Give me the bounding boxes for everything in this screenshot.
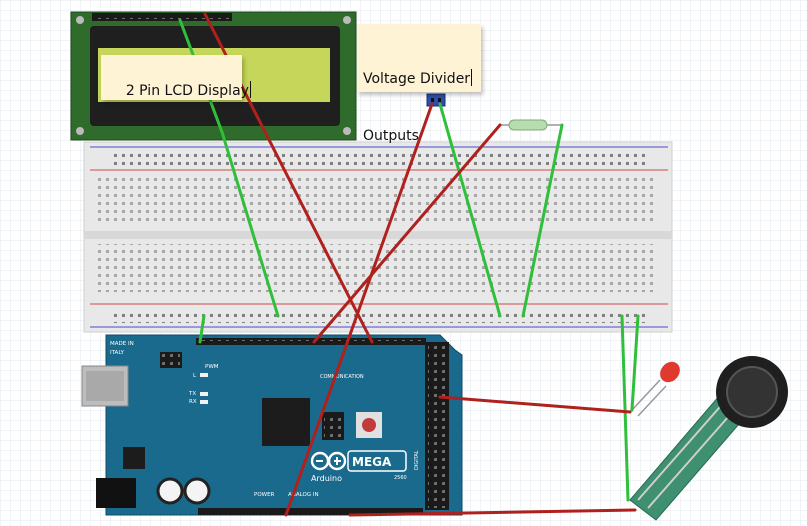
- capacitor: [183, 477, 211, 505]
- mount-hole: [343, 16, 351, 24]
- power-jack: [96, 478, 136, 508]
- model-number: 2560: [394, 475, 407, 481]
- l-label: L: [193, 373, 197, 379]
- digital-label: DIGITAL: [414, 450, 420, 470]
- red-led[interactable]: [631, 358, 684, 417]
- made-in-line1: MADE IN: [110, 341, 134, 347]
- wire-red-divider[interactable]: [284, 102, 434, 517]
- pwm-label: PWM: [205, 364, 219, 370]
- led-tx: [200, 392, 208, 396]
- mount-hole: [343, 127, 351, 135]
- led-rx: [200, 400, 208, 404]
- mount-hole: [76, 127, 84, 135]
- breadboard[interactable]: [83, 141, 673, 333]
- lcd-note[interactable]: 2 Pin LCD Display: [101, 55, 251, 100]
- force-sensor[interactable]: [629, 356, 788, 521]
- divider-note-line1: Voltage Divider: [363, 71, 471, 87]
- wire-red-reed[interactable]: [312, 123, 502, 344]
- wire-red-led[interactable]: [438, 395, 632, 414]
- wire-green-divider[interactable]: [438, 102, 502, 318]
- arduino-logo-text: Arduino: [311, 474, 342, 483]
- analog-in-label: ANALOG IN: [288, 492, 319, 498]
- capacitor: [156, 477, 184, 505]
- mount-hole: [76, 16, 84, 24]
- text-caret: [249, 81, 251, 98]
- lcd-note-text: 2 Pin LCD Display: [125, 83, 249, 99]
- power-analog-header: [198, 508, 423, 515]
- power-label: POWER: [254, 492, 275, 498]
- lcd-pin-header: [92, 13, 232, 21]
- rx-label: RX: [189, 399, 197, 405]
- mega-label: MEGA: [352, 455, 392, 469]
- tx-label: TX: [188, 391, 196, 397]
- regulator-chip: [123, 447, 145, 469]
- voltage-divider-note[interactable]: Voltage Divider Outputs: [357, 24, 481, 144]
- wire-green-rail-2[interactable]: [630, 314, 640, 412]
- reed-switch[interactable]: [500, 119, 562, 131]
- made-in-line2: ITALY: [110, 350, 125, 356]
- divider-note-line2: Outputs: [363, 128, 419, 144]
- wire-green-reed[interactable]: [521, 123, 564, 318]
- led-l: [200, 373, 208, 377]
- wire-green-gnd[interactable]: [198, 314, 206, 344]
- arduino-mega-board[interactable]: MADE IN ITALY PWM COMMUNICATION L TX RX …: [81, 334, 463, 516]
- arduino-logo: [310, 451, 347, 471]
- wire-red-sensor[interactable]: [348, 508, 637, 517]
- text-caret: [471, 69, 473, 86]
- communication-label: COMMUNICATION: [320, 374, 364, 380]
- wire-green-rail-1[interactable]: [620, 314, 630, 502]
- microcontroller-chip: [262, 398, 310, 446]
